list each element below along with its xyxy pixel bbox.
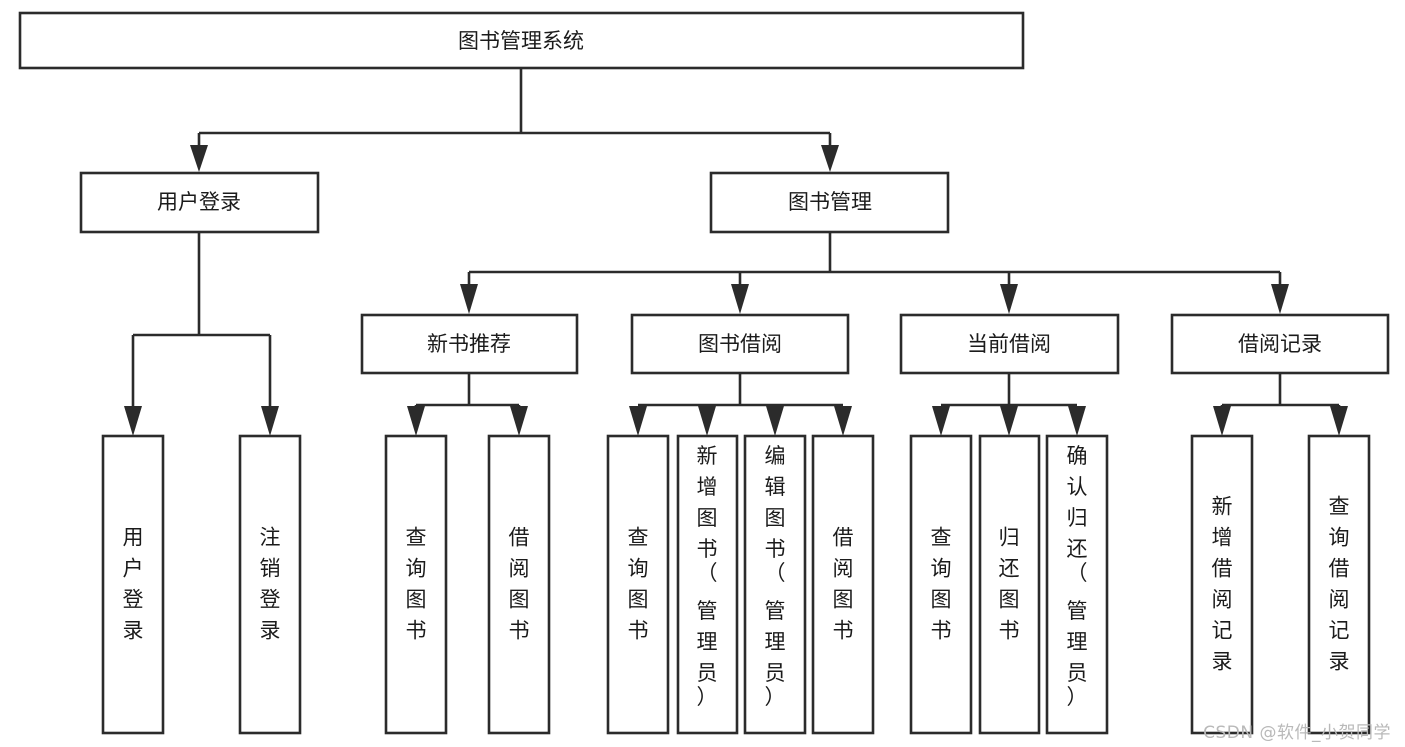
leaf-user-login[interactable]: 用户登录	[101, 434, 165, 735]
leaf-query-book-current[interactable]: 查询图书	[909, 434, 973, 735]
node-current-borrow[interactable]: 当前借阅	[899, 313, 1120, 375]
node-root-label: 图书管理系统	[458, 29, 584, 53]
node-user-login[interactable]: 用户登录	[79, 171, 320, 234]
node-borrow-record-label: 借阅记录	[1238, 332, 1322, 356]
leaf-query-borrow-record-label: 查询借阅记录	[1329, 495, 1350, 674]
leaf-query-book-borrow-label: 查询图书	[628, 526, 649, 643]
leaf-logout[interactable]: 注销登录	[238, 434, 302, 735]
arrow-to-leaf-edit-book	[766, 406, 784, 436]
leaf-query-book-recommend-label: 查询图书	[406, 526, 427, 643]
arrow-to-leaf-query-book-1	[407, 406, 425, 436]
node-book-borrow-label: 图书借阅	[698, 332, 782, 356]
arrow-to-user-login	[190, 145, 208, 172]
leaf-add-book-box[interactable]	[676, 434, 739, 735]
arrow-to-book-manage	[821, 145, 839, 172]
arrow-to-leaf-logout	[261, 406, 279, 436]
node-borrow-record[interactable]: 借阅记录	[1170, 313, 1390, 375]
leaf-query-book-current-label: 查询图书	[931, 526, 952, 643]
node-new-book-recommend-box[interactable]	[360, 313, 579, 375]
node-new-book-recommend-label: 新书推荐	[427, 332, 511, 356]
leaf-edit-book[interactable]: 编辑图书（管理员）	[743, 434, 807, 735]
arrow-to-book-borrow	[731, 284, 749, 314]
arrow-to-leaf-add-record	[1213, 406, 1231, 436]
leaf-confirm-return-box[interactable]	[1045, 434, 1109, 735]
leaf-confirm-return-label: 确认归还（管理员）	[1067, 444, 1088, 709]
leaf-add-borrow-record-label: 新增借阅记录	[1212, 495, 1233, 674]
leaf-query-book-recommend-box[interactable]	[384, 434, 448, 735]
leaf-borrow-book[interactable]: 借阅图书	[811, 434, 875, 735]
leaf-user-login-box[interactable]	[101, 434, 165, 735]
node-user-login-label: 用户登录	[157, 190, 241, 214]
arrow-to-leaf-return-book	[1000, 406, 1018, 436]
leaf-add-book-label: 新增图书（管理员）	[697, 444, 718, 709]
arrow-to-leaf-confirm-return	[1068, 406, 1086, 436]
arrow-to-new-book-recommend	[460, 284, 478, 314]
node-current-borrow-label: 当前借阅	[967, 332, 1051, 356]
node-new-book-recommend[interactable]: 新书推荐	[360, 313, 579, 375]
node-book-manage[interactable]: 图书管理	[709, 171, 950, 234]
leaf-borrow-book-recommend[interactable]: 借阅图书	[487, 434, 551, 735]
leaf-borrow-book-label: 借阅图书	[833, 526, 854, 643]
arrow-to-leaf-user-login	[124, 406, 142, 436]
leaf-logout-box[interactable]	[238, 434, 302, 735]
leaf-edit-book-box[interactable]	[743, 434, 807, 735]
leaf-logout-label: 注销登录	[260, 526, 281, 643]
leaf-user-login-label: 用户登录	[123, 526, 144, 643]
node-book-borrow[interactable]: 图书借阅	[630, 313, 850, 375]
edges-layer	[124, 68, 1348, 436]
arrow-to-leaf-borrow-book-2	[834, 406, 852, 436]
leaf-add-borrow-record-box[interactable]	[1190, 434, 1254, 735]
leaf-query-book-borrow[interactable]: 查询图书	[606, 434, 670, 735]
leaf-return-book[interactable]: 归还图书	[978, 434, 1041, 735]
leaf-query-book-borrow-box[interactable]	[606, 434, 670, 735]
leaf-add-borrow-record[interactable]: 新增借阅记录	[1190, 434, 1254, 735]
node-borrow-record-box[interactable]	[1170, 313, 1390, 375]
leaf-return-book-label: 归还图书	[999, 526, 1020, 643]
leaf-borrow-book-recommend-label: 借阅图书	[509, 526, 530, 643]
node-root[interactable]: 图书管理系统	[18, 11, 1025, 70]
leaf-query-book-recommend[interactable]: 查询图书	[384, 434, 448, 735]
arrow-to-leaf-query-record	[1330, 406, 1348, 436]
leaf-edit-book-label: 编辑图书（管理员）	[765, 444, 786, 709]
node-current-borrow-box[interactable]	[899, 313, 1120, 375]
node-book-manage-label: 图书管理	[788, 190, 872, 214]
arrow-to-current-borrow	[1000, 284, 1018, 314]
node-root-box[interactable]	[18, 11, 1025, 70]
leaf-query-borrow-record-box[interactable]	[1307, 434, 1371, 735]
arrow-to-borrow-record	[1271, 284, 1289, 314]
node-book-manage-box[interactable]	[709, 171, 950, 234]
leaf-add-book[interactable]: 新增图书（管理员）	[676, 434, 739, 735]
leaf-borrow-book-box[interactable]	[811, 434, 875, 735]
node-book-borrow-box[interactable]	[630, 313, 850, 375]
leaf-confirm-return[interactable]: 确认归还（管理员）	[1045, 434, 1109, 735]
node-user-login-box[interactable]	[79, 171, 320, 234]
leaf-borrow-book-recommend-box[interactable]	[487, 434, 551, 735]
leaf-query-book-current-box[interactable]	[909, 434, 973, 735]
arrow-to-leaf-query-book-2	[629, 406, 647, 436]
arrow-to-leaf-add-book	[698, 406, 716, 436]
arrow-to-leaf-borrow-book-1	[510, 406, 528, 436]
leaf-query-borrow-record[interactable]: 查询借阅记录	[1307, 434, 1371, 735]
arrow-to-leaf-query-book-3	[932, 406, 950, 436]
leaf-return-book-box[interactable]	[978, 434, 1041, 735]
